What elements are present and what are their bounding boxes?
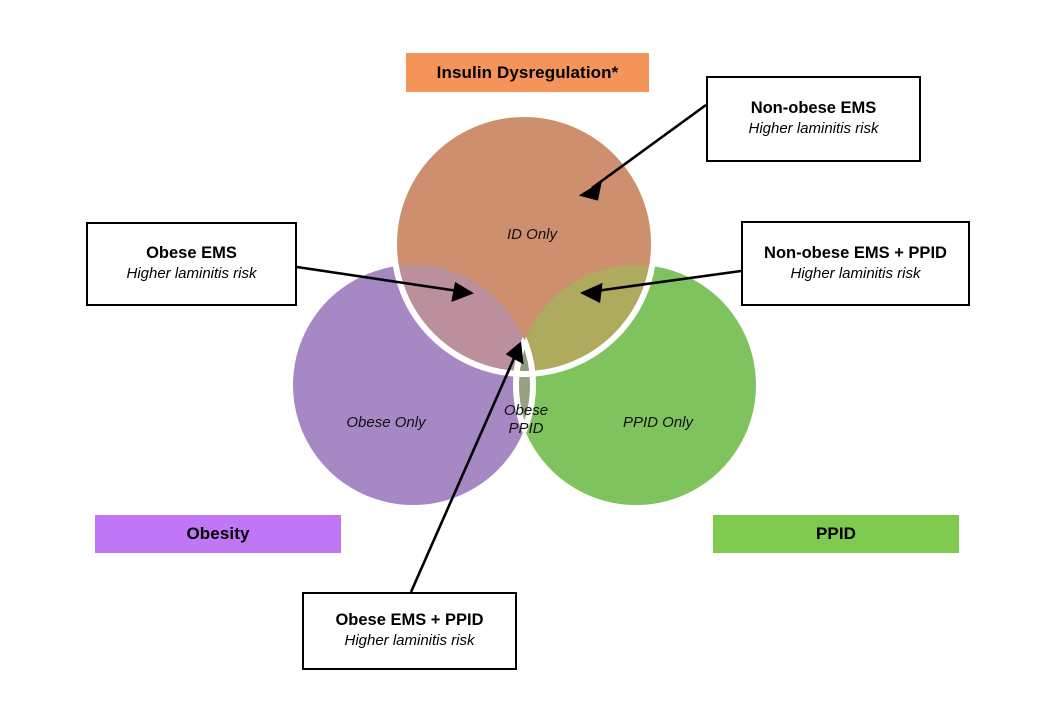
callout-non-obese-ems-ppid-title: Non-obese EMS + PPID xyxy=(764,243,947,262)
circle-obesity xyxy=(293,265,533,505)
region-label-obese-ppid-text: Obese PPID xyxy=(503,402,549,437)
region-obese-id-ppid xyxy=(516,265,533,374)
banner-insulin-dysregulation-label: Insulin Dysregulation* xyxy=(436,62,619,82)
region-label-ppid-only: PPID Only xyxy=(588,396,728,432)
circle-insulin-dysregulation xyxy=(394,114,654,374)
banner-obesity-label: Obesity xyxy=(186,524,250,543)
callout-non-obese-ems-ppid-subtitle: Higher laminitis risk xyxy=(790,264,921,282)
circle-insulin-dysregulation-outline xyxy=(391,111,657,377)
banner-ppid-label: PPID xyxy=(815,524,857,543)
callout-non-obese-ems-title: Non-obese EMS xyxy=(750,99,877,118)
arrow-obese-ems-ppid xyxy=(409,341,524,593)
region-label-id-only-text: ID Only xyxy=(506,226,557,243)
callout-non-obese-ems: Non-obese EMS Higher laminitis risk xyxy=(706,76,921,162)
callout-obese-ems-subtitle: Higher laminitis risk xyxy=(126,265,257,283)
callout-obese-ems-ppid-title: Obese EMS + PPID xyxy=(335,611,484,630)
callout-obese-ems-ppid-subtitle: Higher laminitis risk xyxy=(344,632,475,650)
region-label-id-only: ID Only xyxy=(462,208,602,244)
arrow-non-obese-ems-ppid xyxy=(579,269,742,303)
callout-non-obese-ems-ppid: Non-obese EMS + PPID Higher laminitis ri… xyxy=(741,221,970,306)
region-obese-ppid xyxy=(516,265,533,505)
arrow-obese-ems xyxy=(296,265,474,303)
callout-non-obese-ems-subtitle: Higher laminitis risk xyxy=(748,120,879,138)
arrow-non-obese-ems xyxy=(578,103,707,201)
region-obese-id xyxy=(394,265,533,374)
banner-insulin-dysregulation: Insulin Dysregulation* xyxy=(406,53,649,92)
region-label-obese-only-text: Obese Only xyxy=(346,414,426,431)
circle-ppid xyxy=(516,265,756,505)
callout-obese-ems-ppid: Obese EMS + PPID Higher laminitis risk xyxy=(302,592,517,670)
region-label-obese-ppid: Obese PPID xyxy=(490,384,562,438)
banner-ppid: PPID xyxy=(713,515,959,553)
callout-obese-ems: Obese EMS Higher laminitis risk xyxy=(86,222,297,306)
region-label-ppid-only-text: PPID Only xyxy=(622,414,694,431)
banner-obesity: Obesity xyxy=(95,515,341,553)
region-id-ppid xyxy=(516,265,654,374)
region-label-obese-only: Obese Only xyxy=(316,396,456,432)
callout-obese-ems-title: Obese EMS xyxy=(146,244,237,263)
